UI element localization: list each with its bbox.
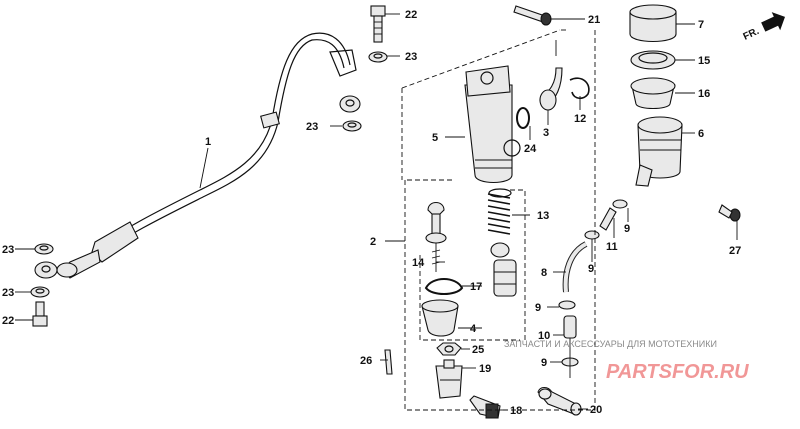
- clip: [569, 77, 590, 100]
- arrow-right-icon: [761, 12, 785, 32]
- banjo-bolt-bottom: [32, 301, 48, 327]
- callout-19: 19: [479, 363, 491, 375]
- callout-12: 12: [574, 113, 586, 125]
- callout-15: 15: [698, 55, 710, 67]
- diaphragm: [630, 77, 676, 110]
- washer: [34, 243, 54, 255]
- direction-label: FR.: [742, 26, 761, 43]
- callout-9: 9: [541, 357, 547, 369]
- front-direction-indicator: FR.: [742, 12, 785, 43]
- callout-18: 18: [510, 405, 522, 417]
- callout-9: 9: [535, 302, 541, 314]
- reservoir-tank: [635, 116, 683, 187]
- callout-8: 8: [541, 267, 547, 279]
- o-ring: [516, 107, 530, 129]
- callout-25: 25: [472, 344, 484, 356]
- clevis-joint: [435, 359, 463, 399]
- washer: [30, 286, 50, 298]
- bolt: [599, 207, 617, 231]
- push-rod: [425, 201, 447, 272]
- callout-9: 9: [588, 263, 594, 275]
- master-cylinder-body: [464, 65, 521, 184]
- callout-9: 9: [624, 223, 630, 235]
- reservoir-hose: [562, 241, 588, 293]
- callout-1: 1: [205, 136, 211, 148]
- callout-20: 20: [590, 404, 602, 416]
- reservoir-bolt: [718, 204, 741, 222]
- watermark: ЗАПЧАСТИ И АКСЕССУАРЫ ДЛЯ МОТОТЕХНИКИ PA…: [504, 339, 749, 383]
- callout-21: 21: [588, 14, 600, 26]
- snap-ring: [424, 278, 464, 295]
- callout-labels: 22 23 23 21 7 15 16 6 3 24 12 5 1 13 2 1…: [2, 9, 741, 417]
- callout-14: 14: [412, 257, 425, 269]
- callout-23: 23: [2, 287, 14, 299]
- spring: [487, 188, 512, 235]
- hose-joint: [563, 315, 577, 378]
- watermark-tagline: ЗАПЧАСТИ И АКСЕССУАРЫ ДЛЯ МОТОТЕХНИКИ: [504, 339, 717, 349]
- callout-6: 6: [698, 128, 704, 140]
- callout-23: 23: [306, 121, 318, 133]
- callout-2: 2: [370, 236, 376, 248]
- hose-clamp: [584, 230, 600, 240]
- callout-26: 26: [360, 355, 372, 367]
- brake-hose: [56, 32, 357, 279]
- piston: [493, 259, 517, 297]
- callout-16: 16: [698, 88, 710, 100]
- primary-cup: [490, 242, 510, 258]
- callout-23: 23: [405, 51, 417, 63]
- callout-11: 11: [606, 241, 618, 253]
- clevis-pin: [469, 395, 501, 419]
- callout-27: 27: [729, 245, 741, 257]
- callout-13: 13: [537, 210, 549, 222]
- rod-end: [537, 386, 582, 416]
- bolt: [513, 5, 552, 26]
- banjo-bolt-top: [370, 5, 386, 43]
- callout-5: 5: [432, 132, 438, 144]
- diaphragm-plate: [630, 50, 676, 70]
- banjo-fitting-bottom: [34, 261, 58, 279]
- assembly-brackets: [401, 29, 596, 411]
- callout-3: 3: [543, 127, 549, 139]
- callout-22: 22: [405, 9, 417, 21]
- banjo-fitting-top: [339, 95, 361, 113]
- boot: [421, 299, 459, 337]
- cotter-pin: [384, 349, 393, 375]
- washer: [342, 120, 362, 132]
- hose-clamp: [558, 300, 576, 310]
- callout-10: 10: [538, 330, 550, 342]
- callout-22: 22: [2, 315, 14, 327]
- callout-24: 24: [524, 143, 537, 155]
- nut: [436, 342, 462, 356]
- joint: [539, 67, 563, 111]
- callout-7: 7: [698, 19, 704, 31]
- reservoir-cap: [629, 4, 677, 42]
- callout-4: 4: [470, 323, 477, 335]
- hose-clamp: [612, 199, 628, 209]
- callout-17: 17: [470, 281, 482, 293]
- washer: [368, 51, 388, 63]
- watermark-brand: PARTSFOR.RU: [606, 361, 749, 383]
- leader-lines: [15, 13, 738, 411]
- callout-23: 23: [2, 244, 14, 256]
